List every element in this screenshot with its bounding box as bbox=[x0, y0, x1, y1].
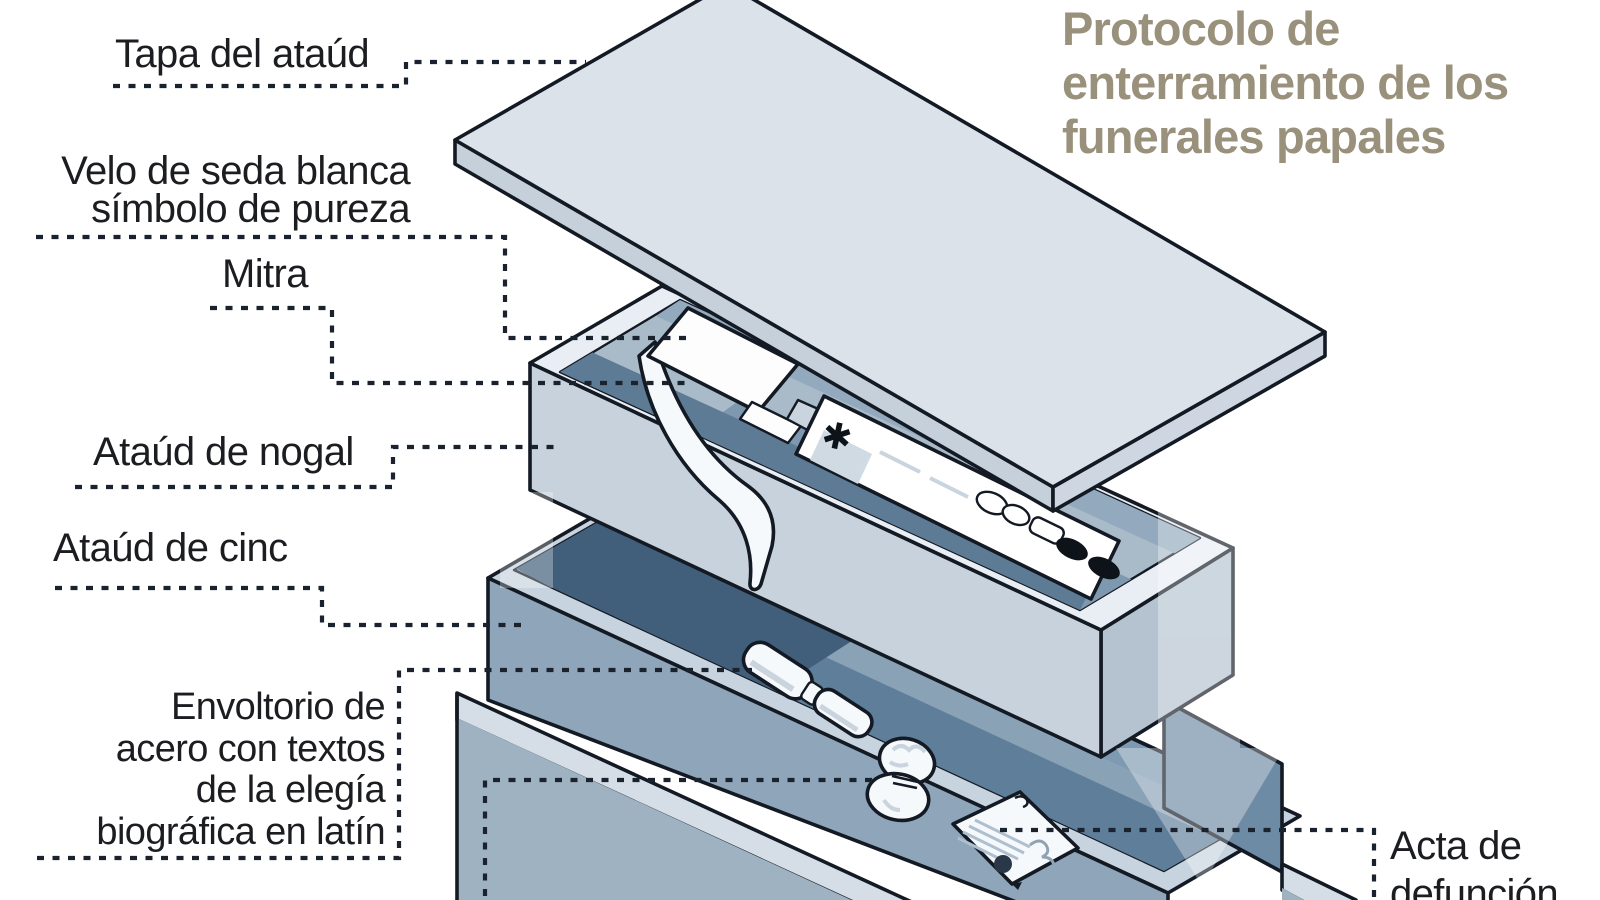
label-silk-veil: Velo de seda blanca símbolo de pureza bbox=[61, 149, 411, 231]
shoe-icon bbox=[1088, 556, 1120, 580]
steel-front-face bbox=[457, 718, 852, 900]
label-steel-wrapping: Envoltorio de acero con textos de la ele… bbox=[96, 686, 385, 853]
title-line: enterramiento de los bbox=[1062, 56, 1509, 109]
leader-line-acta bbox=[1000, 827, 1377, 900]
label-walnut-coffin: Ataúd de nogal bbox=[93, 430, 354, 474]
leader-lines bbox=[36, 59, 1377, 900]
label-zinc-coffin: Ataúd de cinc bbox=[53, 526, 288, 570]
label-mitre: Mitra bbox=[222, 252, 308, 296]
alignment-pillar bbox=[500, 492, 553, 588]
leader-line-mitra bbox=[210, 305, 688, 386]
silk-veil-shape bbox=[637, 340, 776, 592]
coffin-lid bbox=[453, 0, 1327, 513]
title-line: funerales papales bbox=[1062, 110, 1446, 163]
shoe-icon bbox=[1056, 537, 1088, 561]
label-coffin-lid: Tapa del ataúd bbox=[115, 32, 370, 76]
coin-bag-icon bbox=[865, 736, 937, 823]
walnut-coffin: ✱ bbox=[528, 284, 1235, 759]
lid-top-face bbox=[453, 0, 1327, 489]
death-certificate-icon bbox=[951, 790, 1080, 890]
infographic-title: Protocolo de enterramiento de los funera… bbox=[1062, 2, 1600, 164]
steel-wrapping bbox=[455, 691, 1358, 900]
mitre-lappets bbox=[738, 400, 803, 445]
leader-line-nogal bbox=[75, 444, 560, 490]
walnut-front-shadow bbox=[560, 344, 1094, 610]
cuff-shape bbox=[1028, 516, 1065, 545]
leader-line-cinc bbox=[55, 585, 525, 628]
pope-body: ✱ bbox=[637, 306, 1121, 601]
leader-line-velo bbox=[36, 234, 688, 341]
down-arrow-icon bbox=[1116, 380, 1284, 886]
elegy-steel-tube-icon bbox=[741, 640, 874, 739]
zinc-shadow-block bbox=[514, 506, 900, 700]
leader-line-coin-bag bbox=[482, 777, 872, 900]
shoulder-fold bbox=[810, 430, 872, 484]
label-death-certificate: Acta de defunción bbox=[1390, 824, 1559, 900]
leader-line-tapa bbox=[113, 59, 586, 89]
title-line: Protocolo de bbox=[1062, 2, 1340, 55]
leader-line-envoltorio bbox=[37, 667, 752, 861]
certificate-seal bbox=[994, 855, 1012, 873]
